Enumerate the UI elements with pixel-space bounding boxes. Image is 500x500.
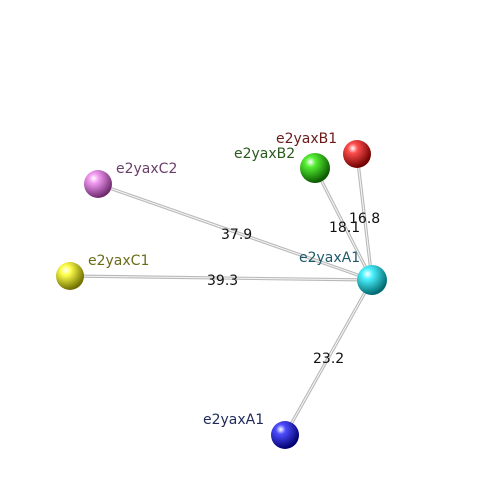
edge-highlight-e2yaxA1	[284, 279, 373, 436]
edge-label-e2yaxC1: 39.3	[207, 273, 238, 289]
node-sphere-e2yaxa1	[271, 421, 299, 449]
nodes-layer	[56, 140, 387, 449]
edge-label-e2yaxB2: 18.1	[329, 220, 360, 236]
node-label-e2yaxa1: e2yaxA1	[203, 412, 264, 428]
edge-label-e2yaxA1: 23.2	[313, 351, 344, 367]
node-label-e2yaxb1: e2yaxB1	[276, 131, 337, 147]
edge-label-e2yaxC2: 37.9	[221, 227, 252, 243]
edges-layer	[68, 152, 374, 437]
node-sphere-e2yaxc1	[56, 262, 84, 290]
node-sphere-e2yaxb2	[300, 153, 330, 183]
edge-highlight-e2yaxB1	[356, 153, 373, 281]
node-label-e2yaxc1: e2yaxC1	[88, 253, 149, 269]
node-sphere-e2yaxc2	[84, 170, 112, 198]
node-label-e2yaxc2: e2yaxC2	[116, 161, 177, 177]
node-label-e2yaxb2: e2yaxB2	[234, 146, 295, 162]
edge-highlight-e2yaxC1	[69, 275, 373, 281]
node-sphere-e2yaxb1	[343, 140, 371, 168]
node-sphere-e2yaxa1_center	[357, 265, 387, 295]
node-label-e2yaxa1_center: e2yaxA1	[299, 250, 360, 266]
edge-labels-layer: 16.818.1 37.9 39.3 23.2	[207, 211, 380, 367]
edge-highlight-e2yaxC2	[97, 183, 373, 281]
edge-highlight-e2yaxB2	[314, 167, 373, 281]
edge-label-e2yaxB1: 16.8	[349, 211, 380, 227]
